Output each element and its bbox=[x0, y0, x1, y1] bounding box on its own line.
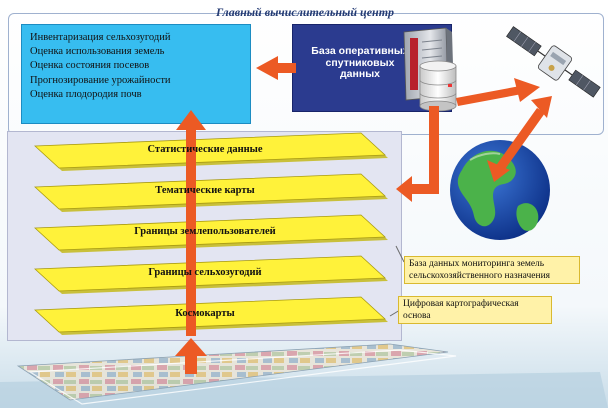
layer-sheet bbox=[34, 255, 388, 294]
map-up-arrow bbox=[175, 338, 207, 356]
layer-label-statistics: Статистические данные bbox=[147, 144, 263, 155]
task-item: Оценка использования земель bbox=[30, 46, 165, 58]
layer-label-land-users: Границы землепользователей bbox=[134, 226, 276, 237]
task-item: Прогнозирование урожайности bbox=[30, 74, 171, 86]
layer-label-space-maps: Космокарты bbox=[175, 308, 235, 319]
layer-sheet bbox=[34, 214, 388, 253]
up-arrow-shaft bbox=[186, 128, 196, 336]
layer-sheet bbox=[34, 173, 388, 212]
layer-label-thematic-maps: Тематические карты bbox=[155, 185, 255, 196]
layer-sheet bbox=[34, 132, 388, 171]
satellite-icon bbox=[506, 26, 601, 98]
tasks-box: Инвентаризация сельхозугодий Оценка испо… bbox=[21, 24, 251, 124]
task-item: Инвентаризация сельхозугодий bbox=[30, 32, 171, 43]
stack-in-arrow bbox=[396, 176, 412, 202]
database-icon bbox=[419, 60, 457, 112]
layer-sheet bbox=[34, 296, 388, 335]
sat-link-arrow bbox=[514, 78, 540, 102]
layer-label-farmland: Границы сельхозугодий bbox=[148, 267, 262, 278]
left-arrow bbox=[256, 56, 278, 80]
map-base bbox=[18, 344, 448, 400]
globe-down-arrow bbox=[487, 160, 510, 182]
flow-arrows bbox=[175, 56, 552, 374]
up-arrow-head bbox=[176, 110, 206, 130]
task-item: Оценка плодородия почв bbox=[30, 88, 142, 100]
globe-up-arrow bbox=[531, 96, 552, 118]
task-item: Оценка состояния посевов bbox=[30, 60, 150, 72]
diagram-title: Главный вычислительный центр bbox=[215, 5, 395, 19]
globe-icon bbox=[450, 140, 550, 240]
monitoring-db-note: База данных мониторинга земель сельскохо… bbox=[404, 256, 580, 284]
satellite-db-label: База оперативных спутниковых данных bbox=[311, 45, 409, 80]
layer-stack bbox=[34, 132, 388, 335]
digital-base-note: Цифровая картографическая основа bbox=[398, 296, 552, 324]
